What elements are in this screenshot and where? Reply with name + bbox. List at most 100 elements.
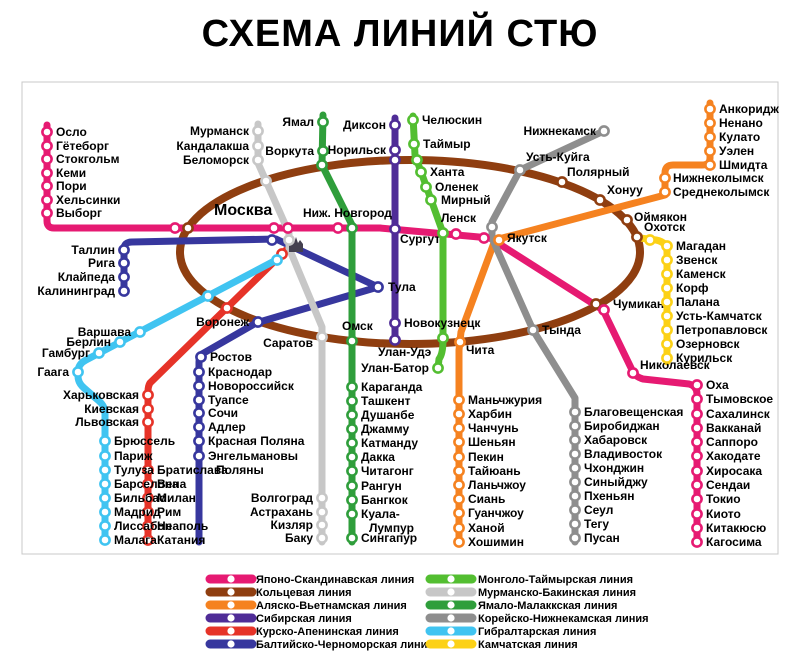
station	[661, 240, 673, 252]
station	[389, 119, 401, 131]
legend-swatch-dot	[227, 627, 235, 635]
station	[118, 257, 130, 269]
station	[478, 232, 490, 244]
station	[453, 394, 465, 406]
station-label: Синыйджу	[584, 475, 648, 489]
map-border	[21, 81, 779, 555]
map-content: ОслоГётеборгСтокгольмКемиПориХельсинкиВы…	[21, 81, 779, 651]
station	[346, 532, 358, 544]
station-label: Челюскин	[422, 113, 482, 127]
station	[221, 302, 233, 314]
line-gibraltar	[74, 254, 284, 546]
station	[142, 534, 154, 546]
station-label: Париж	[114, 449, 153, 463]
station-label: Милан	[157, 491, 196, 505]
station-label: Воронеж	[196, 315, 249, 329]
station	[72, 366, 84, 378]
station-label: Катания	[157, 533, 205, 547]
line-mongol-taimyr	[409, 112, 447, 372]
station-label: Баку	[285, 531, 313, 545]
station-label: Сендаи	[706, 478, 750, 492]
station	[704, 117, 716, 129]
station	[691, 493, 703, 505]
station-label: Саппоро	[706, 435, 758, 449]
station-label: Чхонджин	[584, 461, 644, 475]
station-label: Среднеколымск	[673, 185, 770, 199]
station-label: Клайпеда	[58, 270, 116, 284]
station-label: Выборг	[56, 206, 102, 220]
station	[99, 506, 111, 518]
station	[346, 437, 358, 449]
station-label: Гамбург	[42, 346, 90, 360]
station	[569, 532, 581, 544]
legend-swatch-dot	[227, 614, 235, 622]
legend-swatch-dot	[447, 627, 455, 635]
station	[691, 479, 703, 491]
station	[691, 508, 703, 520]
station-label: Каменск	[676, 267, 727, 281]
station	[704, 131, 716, 143]
station	[691, 408, 703, 420]
station	[407, 114, 419, 126]
station-label: Лиссабон	[114, 519, 172, 533]
station	[41, 126, 53, 138]
station	[41, 194, 53, 206]
station	[453, 536, 465, 548]
station-label: Тымовское	[706, 392, 773, 406]
legend-swatch-dot	[447, 640, 455, 648]
station	[282, 222, 294, 234]
station	[437, 332, 449, 344]
station-label: Чита	[466, 343, 495, 357]
legend-label: Кольцевая линия	[256, 587, 352, 599]
station	[266, 234, 278, 246]
station	[346, 508, 358, 520]
station	[598, 304, 610, 316]
station	[661, 296, 673, 308]
station-label: Хабаровск	[584, 433, 648, 447]
station	[453, 408, 465, 420]
legend-label: Гибралтарская линия	[478, 626, 596, 638]
legend-label: Курско-Апенинская линия	[256, 626, 399, 638]
station	[569, 448, 581, 460]
station-label: Таймыр	[423, 137, 471, 151]
station-label: Ненано	[719, 116, 763, 130]
station-label: Ростов	[210, 350, 252, 364]
station	[317, 145, 329, 157]
station	[569, 490, 581, 502]
station	[252, 140, 264, 152]
station-label: Гаага	[37, 365, 69, 379]
station	[142, 389, 154, 401]
station-label: Варшава	[78, 325, 132, 339]
station	[346, 381, 358, 393]
station	[346, 423, 358, 435]
station-label: Хакодате	[706, 449, 761, 463]
station-label: Якутск	[507, 231, 548, 245]
station	[453, 422, 465, 434]
station	[271, 254, 283, 266]
station	[704, 103, 716, 115]
station	[41, 153, 53, 165]
station-label: Хельсинки	[56, 193, 120, 207]
station-label: Ямал	[282, 115, 314, 129]
station-label: Вакканай	[706, 421, 761, 435]
station	[142, 492, 154, 504]
legend-label: Мурманско-Бакинская линия	[478, 587, 636, 599]
station	[317, 116, 329, 128]
station-label: Гуанчжоу	[468, 506, 524, 520]
station	[415, 166, 427, 178]
legend-swatch-dot	[447, 588, 455, 596]
station-label: Курильск	[676, 351, 733, 365]
station-label: Беломорск	[183, 153, 250, 167]
station	[346, 409, 358, 421]
station	[372, 281, 384, 293]
station	[691, 450, 703, 462]
station-label: Петропавловск	[676, 323, 768, 337]
station-label: Ханта	[430, 165, 465, 179]
station-label: Киото	[706, 507, 741, 521]
station	[316, 492, 328, 504]
station	[453, 522, 465, 534]
station-label: Саратов	[263, 336, 313, 350]
station-label: Усть-Куйга	[526, 150, 590, 164]
station	[389, 223, 401, 235]
